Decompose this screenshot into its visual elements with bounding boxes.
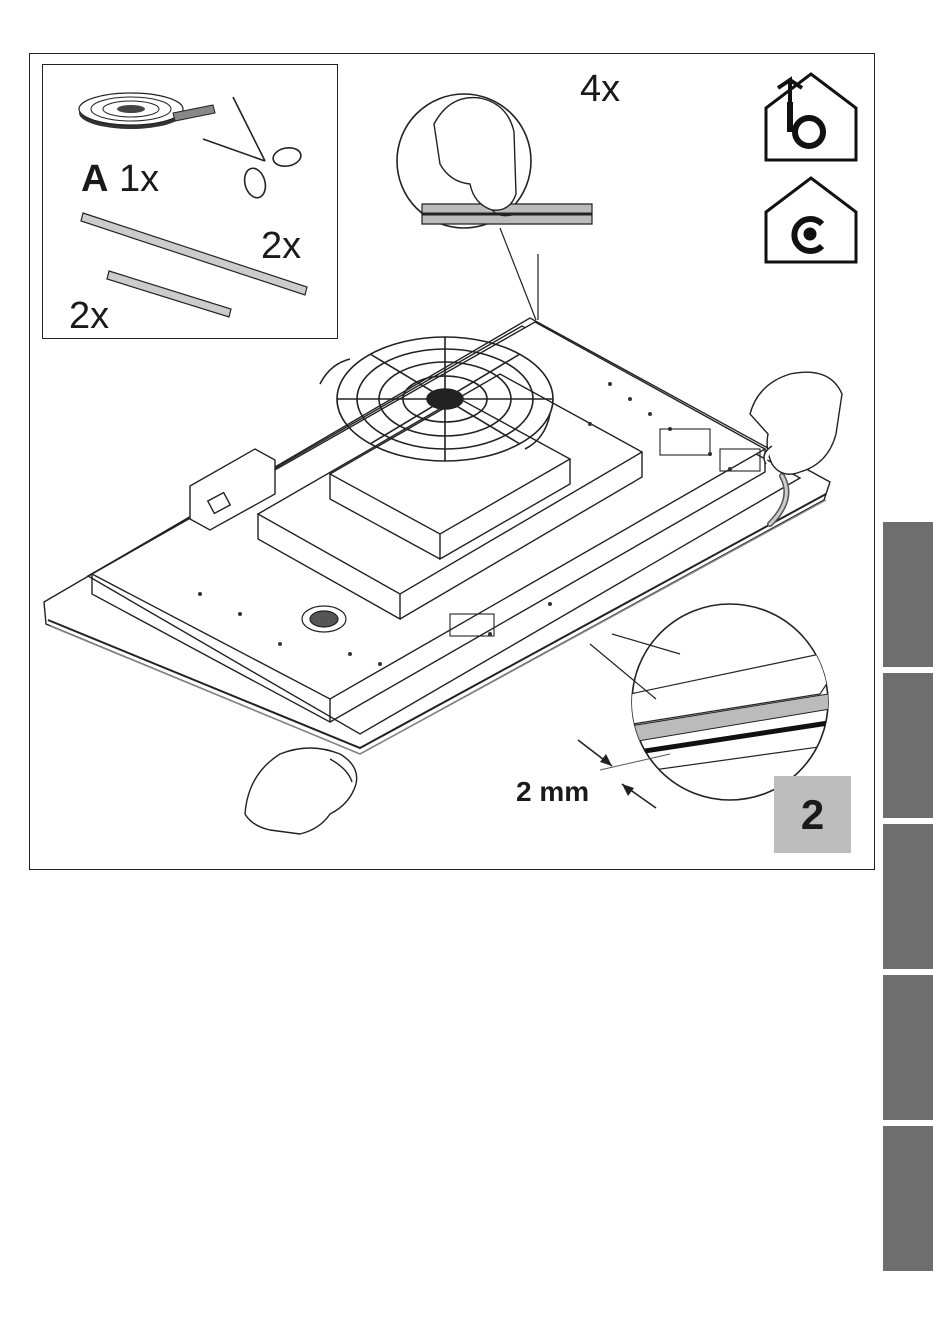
- parts-inset: A 1x 2x 2x: [42, 64, 338, 339]
- side-tab-3: [883, 824, 933, 969]
- corner-detail: [397, 94, 592, 320]
- long-strip-quantity: 2x: [261, 227, 301, 265]
- side-tab-5: [883, 1126, 933, 1271]
- scissors-icon: [203, 97, 302, 200]
- tape-roll-icon: [79, 93, 215, 129]
- corner-quantity: 4x: [580, 70, 620, 108]
- side-tab-1: [883, 522, 933, 667]
- tape-quantity: 1x: [119, 158, 159, 200]
- side-tab-2: [883, 673, 933, 818]
- tape-quantity-label: A 1x: [81, 160, 159, 198]
- hand-right: [750, 372, 842, 474]
- side-tab-4: [883, 975, 933, 1120]
- recirculation-mode-icon: [766, 178, 856, 262]
- short-strip-quantity: 2x: [69, 297, 109, 335]
- tape-letter: A: [81, 158, 108, 200]
- step-number: 2: [801, 791, 824, 839]
- gap-dimension: 2 mm: [516, 778, 589, 806]
- short-strip: [107, 271, 231, 317]
- extraction-mode-icon: [766, 74, 856, 160]
- hand-left: [245, 748, 357, 834]
- step-number-box: 2: [774, 776, 851, 853]
- instruction-figure: A 1x 2x 2x 4x 2 mm 2: [29, 53, 875, 870]
